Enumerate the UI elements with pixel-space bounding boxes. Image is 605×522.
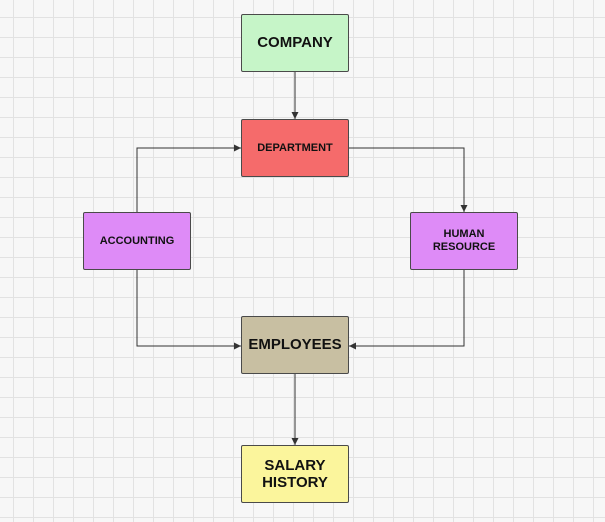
node-accounting[interactable]: ACCOUNTING [83,212,191,270]
node-human-resource[interactable]: HUMAN RESOURCE [410,212,518,270]
node-employees-label: EMPLOYEES [248,336,342,354]
node-department[interactable]: DEPARTMENT [241,119,349,177]
node-human-resource-label: HUMAN RESOURCE [432,228,496,253]
edge-department-to-human-resource [349,147,468,212]
node-salary-history[interactable]: SALARY HISTORY [241,445,349,503]
node-salary-history-label: SALARY HISTORY [262,456,328,491]
node-employees[interactable]: EMPLOYEES [241,316,349,374]
edge-accounting-to-employees [136,270,241,350]
edge-human-resource-to-employees [349,270,465,350]
node-department-label: DEPARTMENT [257,141,333,154]
node-company-label: COMPANY [257,34,333,52]
edge-accounting-to-department [136,144,241,212]
node-accounting-label: ACCOUNTING [99,234,175,247]
node-company[interactable]: COMPANY [241,14,349,72]
